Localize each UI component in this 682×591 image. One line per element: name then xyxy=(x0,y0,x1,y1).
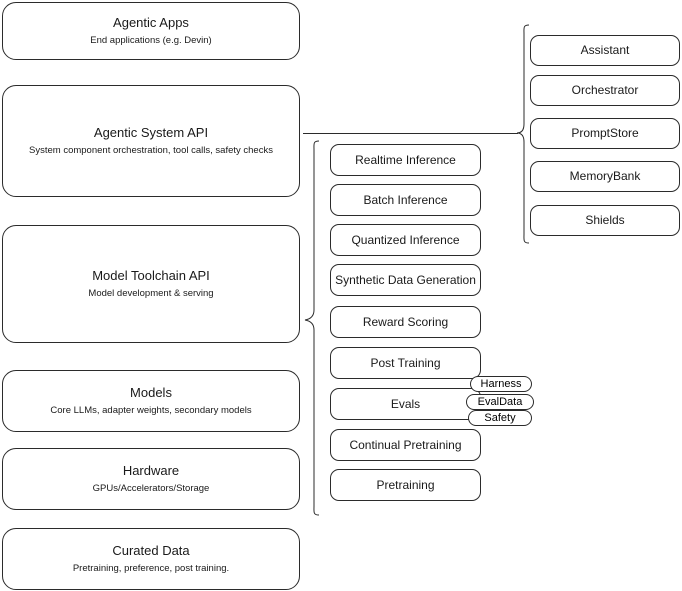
layer-subtitle: Core LLMs, adapter weights, secondary mo… xyxy=(50,405,252,417)
capability-label: Synthetic Data Generation xyxy=(335,272,476,287)
layer-title: Model Toolchain API xyxy=(92,267,210,283)
capability-evals[interactable]: Evals xyxy=(330,388,481,420)
layer-title: Hardware xyxy=(122,462,180,478)
layer-title: Agentic System API xyxy=(93,124,209,140)
capability-label: Continual Pretraining xyxy=(349,437,462,452)
capability-label: Batch Inference xyxy=(363,192,448,207)
component-label: Orchestrator xyxy=(571,83,639,97)
brace-system-components xyxy=(516,24,530,244)
evals-subcomponent-harness[interactable]: Harness xyxy=(470,376,532,392)
pill-label: Harness xyxy=(480,378,522,390)
capability-quantized-inference[interactable]: Quantized Inference xyxy=(330,224,481,256)
capability-pretraining[interactable]: Pretraining xyxy=(330,469,481,501)
layer-agentic-system-api[interactable]: Agentic System API System component orch… xyxy=(2,85,300,197)
capability-realtime-inference[interactable]: Realtime Inference xyxy=(330,144,481,176)
capability-reward-scoring[interactable]: Reward Scoring xyxy=(330,306,481,338)
layer-subtitle: End applications (e.g. Devin) xyxy=(90,35,212,47)
system-component-shields[interactable]: Shields xyxy=(530,205,680,236)
component-label: Shields xyxy=(585,213,625,227)
capability-label: Quantized Inference xyxy=(351,232,460,247)
layer-subtitle: System component orchestration, tool cal… xyxy=(29,145,273,157)
capability-label: Pretraining xyxy=(376,477,435,492)
capability-label: Post Training xyxy=(370,355,441,370)
component-label: MemoryBank xyxy=(569,169,641,183)
layer-subtitle: Pretraining, preference, post training. xyxy=(72,563,230,575)
layer-title: Curated Data xyxy=(112,542,190,558)
layer-title: Agentic Apps xyxy=(113,14,189,30)
layer-curated-data[interactable]: Curated Data Pretraining, preference, po… xyxy=(2,528,300,590)
connector-system-api-to-components xyxy=(303,133,518,134)
pill-label: EvalData xyxy=(477,396,523,408)
evals-subcomponent-safety[interactable]: Safety xyxy=(468,410,532,426)
capability-synthetic-data-generation[interactable]: Synthetic Data Generation xyxy=(330,264,481,296)
system-component-memorybank[interactable]: MemoryBank xyxy=(530,161,680,192)
layer-subtitle: Model development & serving xyxy=(88,288,214,300)
layer-title: Models xyxy=(130,384,172,400)
capability-batch-inference[interactable]: Batch Inference xyxy=(330,184,481,216)
layer-models[interactable]: Models Core LLMs, adapter weights, secon… xyxy=(2,370,300,432)
layer-model-toolchain-api[interactable]: Model Toolchain API Model development & … xyxy=(2,225,300,343)
capability-continual-pretraining[interactable]: Continual Pretraining xyxy=(330,429,481,461)
component-label: PromptStore xyxy=(571,126,639,140)
evals-subcomponent-evaldata[interactable]: EvalData xyxy=(466,394,534,410)
layer-agentic-apps[interactable]: Agentic Apps End applications (e.g. Devi… xyxy=(2,2,300,60)
brace-toolchain-capabilities xyxy=(304,140,320,516)
capability-post-training[interactable]: Post Training xyxy=(330,347,481,379)
capability-label: Evals xyxy=(390,396,421,411)
capability-label: Reward Scoring xyxy=(362,314,449,329)
pill-label: Safety xyxy=(484,412,516,424)
system-component-promptstore[interactable]: PromptStore xyxy=(530,118,680,149)
layer-hardware[interactable]: Hardware GPUs/Accelerators/Storage xyxy=(2,448,300,510)
system-component-orchestrator[interactable]: Orchestrator xyxy=(530,75,680,106)
capability-label: Realtime Inference xyxy=(355,152,456,167)
layer-subtitle: GPUs/Accelerators/Storage xyxy=(92,483,210,495)
system-component-assistant[interactable]: Assistant xyxy=(530,35,680,66)
component-label: Assistant xyxy=(580,43,630,57)
